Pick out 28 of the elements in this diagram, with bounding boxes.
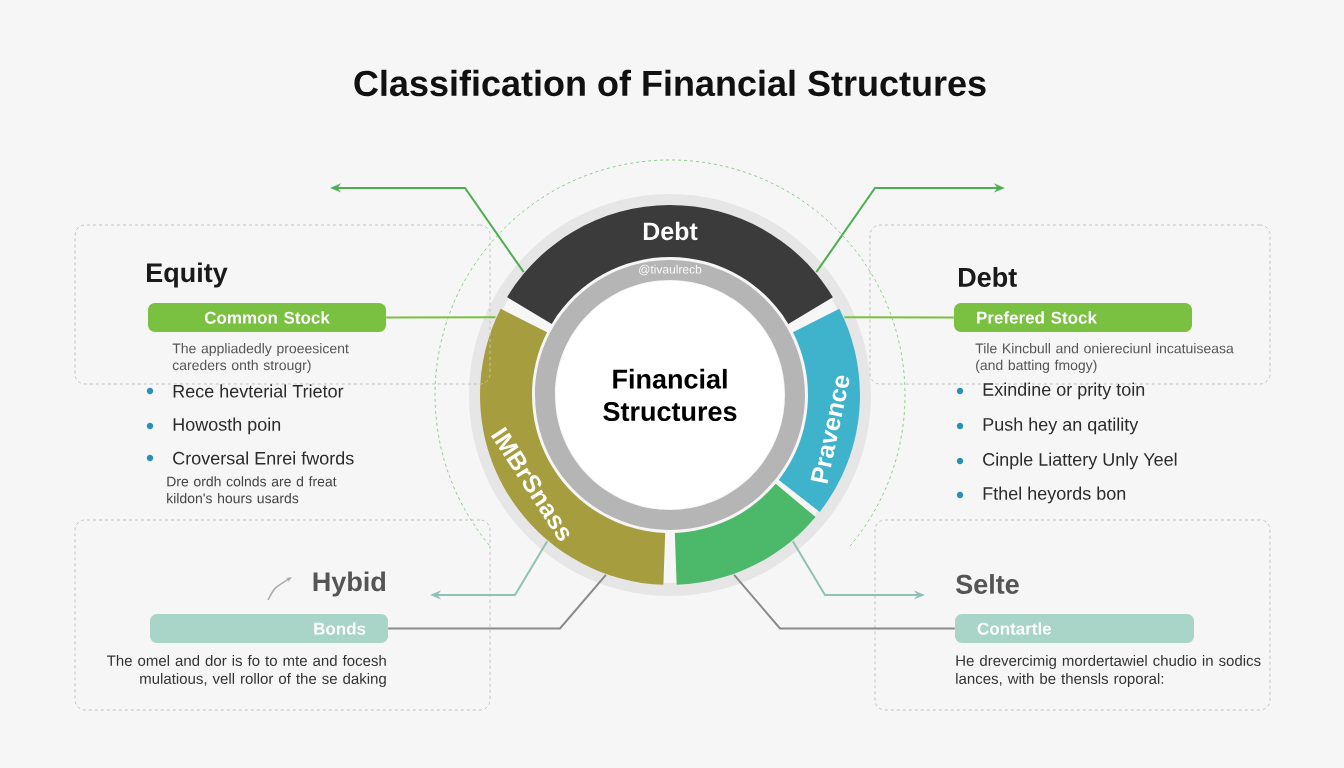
bullet-item: Exindine or prity toin: [956, 382, 1145, 400]
bullet-item: Croversal Enrei fwords: [146, 451, 354, 465]
ring-segment: [674, 483, 816, 585]
panel-heading: Hybid: [313, 571, 386, 597]
description: The omel and dor is fo to mte and focesh mulatious, vell rollor of the se daking: [107, 655, 386, 687]
bullet-item: Cinple Liattery Unly Yeel: [956, 452, 1177, 470]
description: The appliadedly proeesicent careders onth strougr): [172, 343, 349, 373]
category-pill: Common Stock: [148, 303, 386, 332]
category-pill: Prefered Stock: [954, 303, 1192, 332]
connector-line: [733, 573, 956, 630]
bullet-item: Fthel heyords bon: [956, 486, 1126, 504]
category-pill: Bonds: [150, 614, 388, 643]
note-text: Dre ordh colnds are d freat kildon's hours usards: [167, 476, 337, 504]
bullet-item: Rece hevterial Trietor: [146, 384, 344, 398]
title: Classification of Financial Structures: [354, 69, 986, 97]
description: Tile Kincbull and oniereciunl incatuiseasa (and batting fmogy): [975, 343, 1234, 373]
category-pill: Contartle: [955, 614, 1194, 643]
panel-heading: Selte: [956, 574, 1019, 594]
bullet-item: Howosth poin: [146, 417, 281, 435]
description: He drevercimig mordertawiel chudio in sodics lances, with be thensls roporal:: [956, 655, 1261, 687]
panel-heading: Equity: [147, 262, 228, 288]
connector-line: [387, 573, 607, 630]
bullet-item: Push hey an qatility: [956, 417, 1139, 435]
ring-segment: Pravence: [778, 308, 860, 512]
ring-label: @tivaulrecb: [639, 264, 702, 276]
connector-line: [843, 316, 955, 319]
connector-line: [385, 316, 497, 319]
panel-heading: Debt: [959, 267, 1017, 287]
